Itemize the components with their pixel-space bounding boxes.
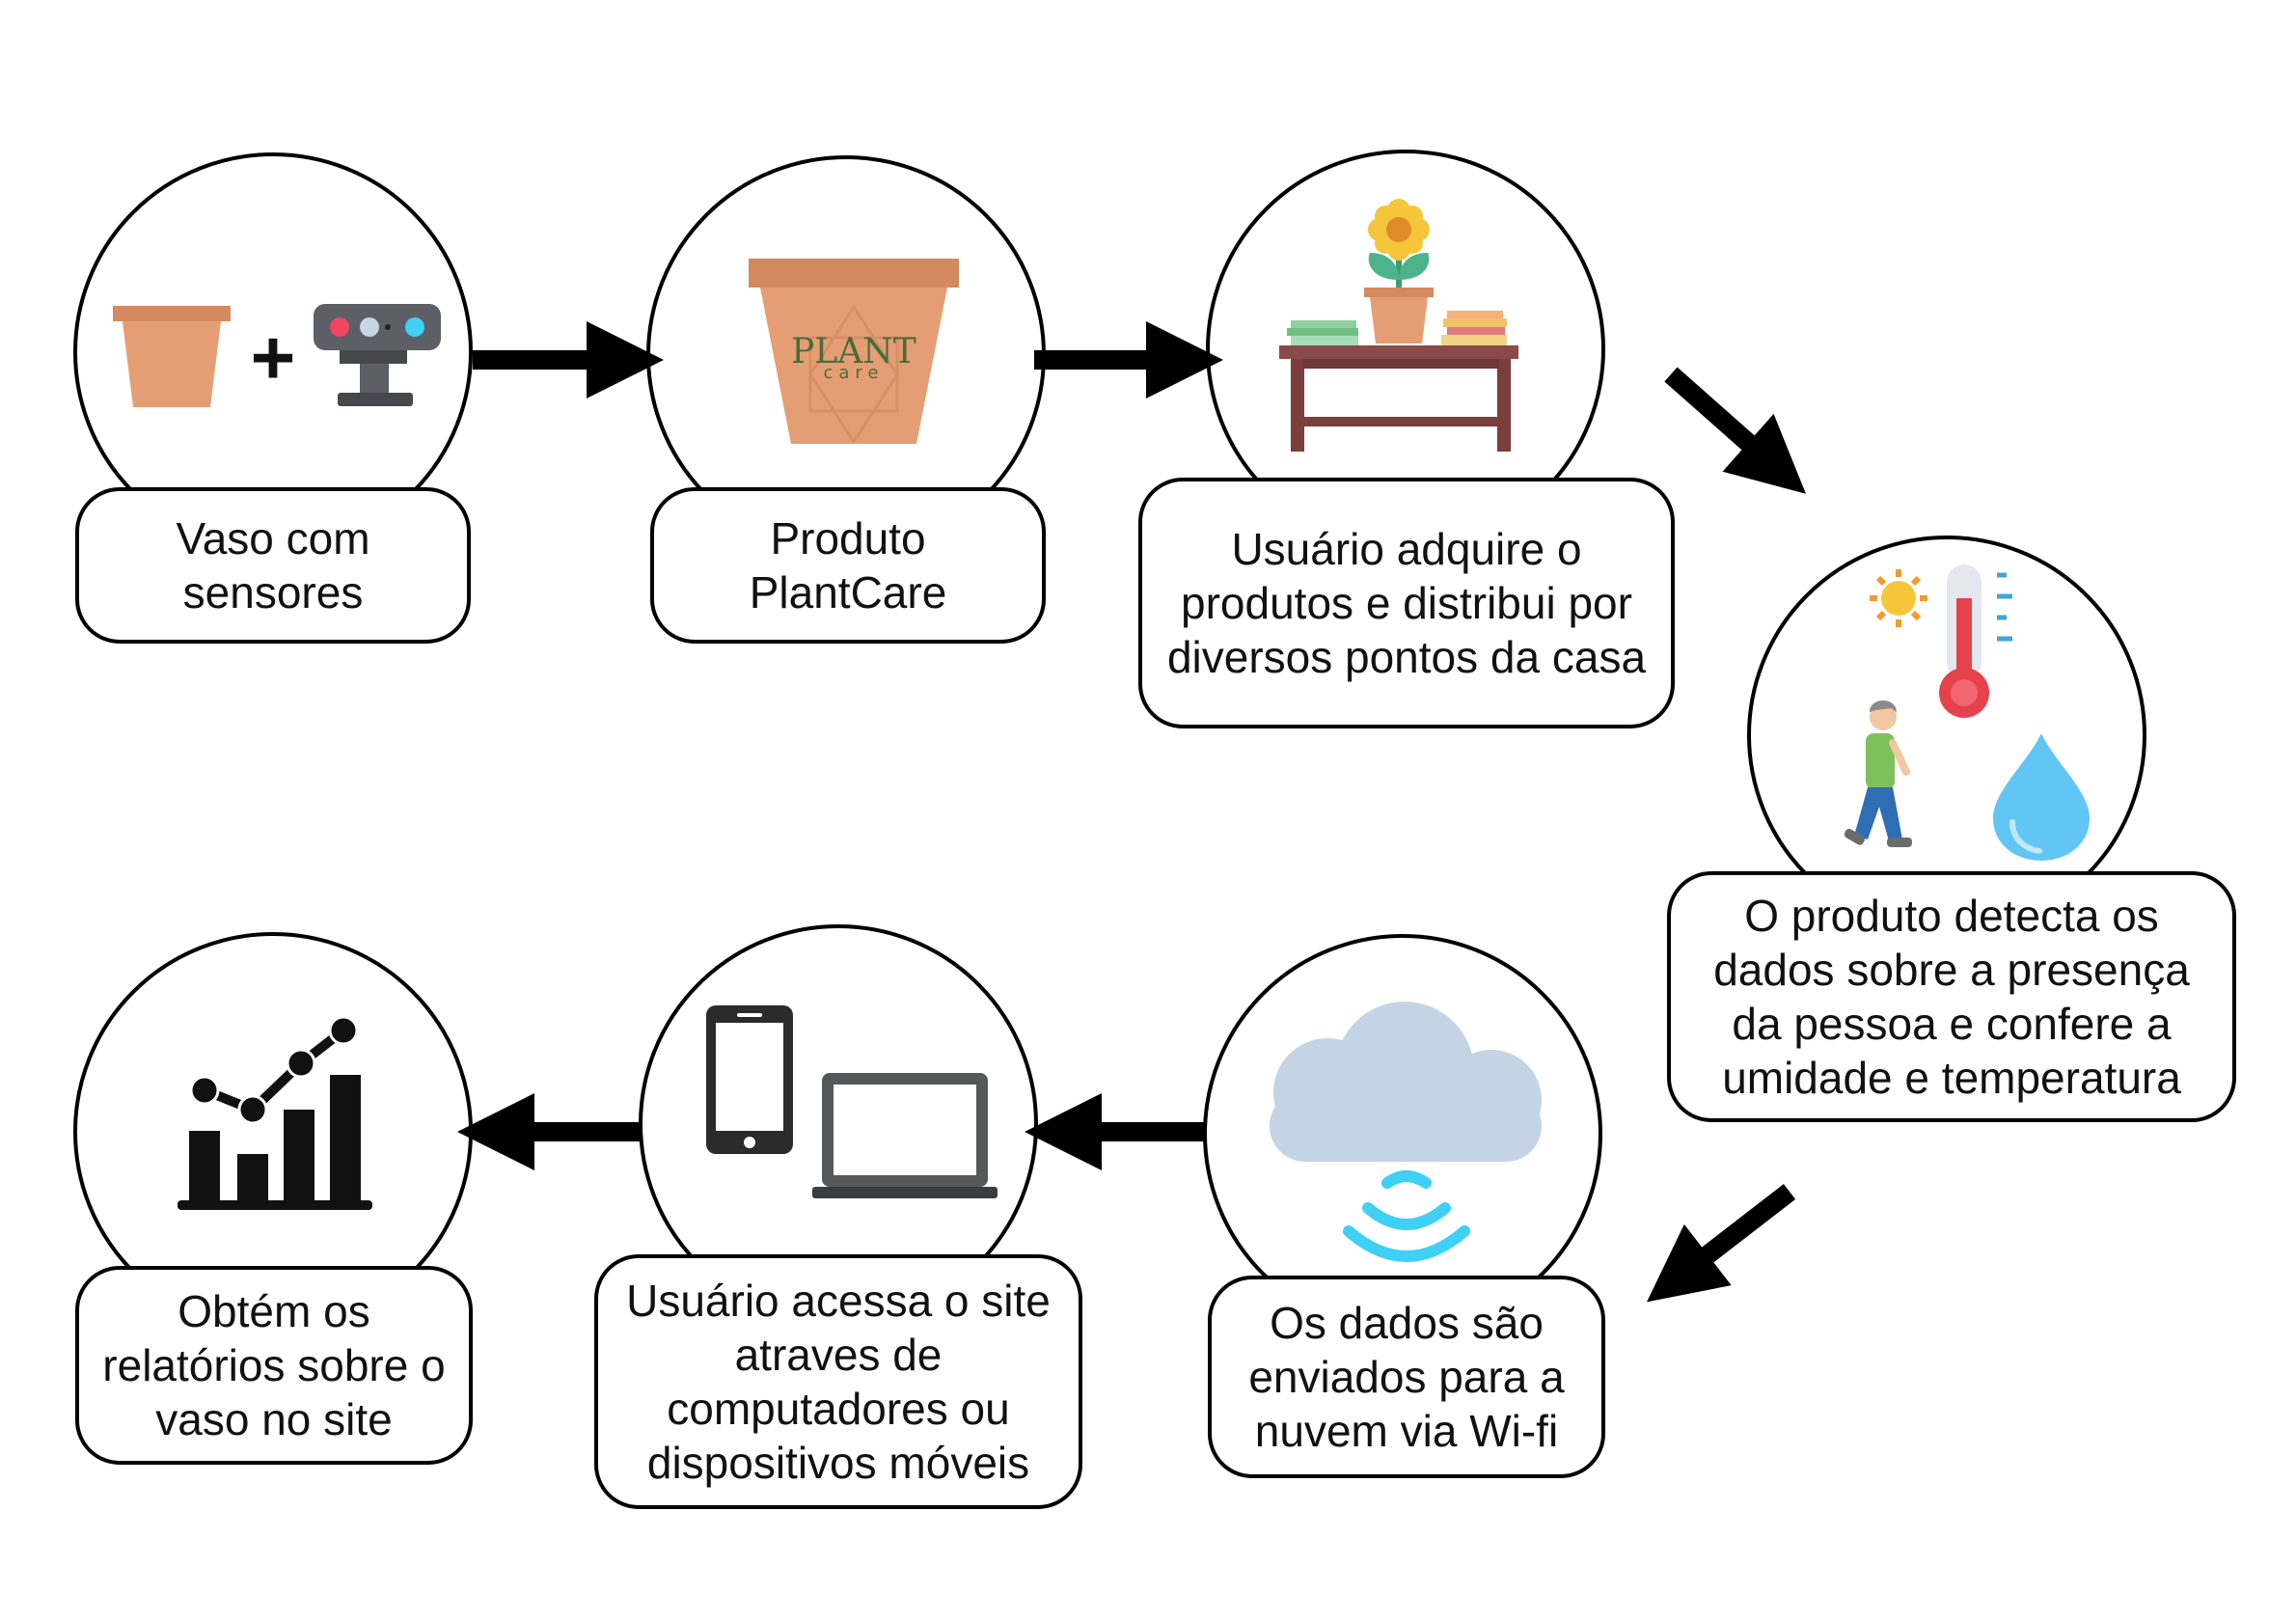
sun-icon — [1870, 569, 1927, 627]
caption-vaso: Vaso com sensores — [75, 487, 471, 644]
arrow-distribui-to-detecta — [1664, 367, 1806, 494]
flower-pot-icon — [1364, 199, 1434, 343]
caption-produto: Produto PlantCare — [650, 487, 1046, 644]
laptop-icon — [812, 1073, 998, 1198]
plus-sign: + — [251, 315, 296, 400]
plantcare-logo-sub: care — [823, 363, 884, 383]
books-left-icon — [1287, 320, 1358, 345]
smartphone-icon — [706, 1005, 793, 1154]
sensor-icon — [314, 304, 441, 406]
walking-person-icon — [1844, 701, 1912, 847]
caption-distribui: Usuário adquire o produtos e distribui p… — [1138, 478, 1675, 728]
table-with-flower-icon — [1279, 199, 1518, 452]
water-drop-icon — [1993, 733, 2090, 861]
person-thermometer-drop-icon — [1844, 564, 2090, 861]
wifi-icon — [1343, 1170, 1470, 1262]
arrow-detecta-to-nuvem — [1647, 1184, 1796, 1303]
phone-laptop-icon — [706, 1005, 998, 1198]
cloud-icon — [1270, 1002, 1542, 1162]
books-right-icon — [1441, 311, 1507, 345]
caption-relatorio: Obtém os relatórios sobre o vaso no site — [75, 1266, 473, 1465]
plantcare-logo: PLANT — [791, 332, 916, 371]
thermometer-icon — [1939, 564, 2012, 718]
pot-plus-sensor-icon: + — [113, 304, 441, 407]
growth-chart-icon — [178, 1015, 372, 1210]
pot-icon — [113, 306, 231, 407]
plantcare-pot-icon: PLANT care — [749, 259, 959, 445]
caption-detecta: O produto detecta os dados sobre a prese… — [1667, 871, 2236, 1122]
caption-nuvem: Os dados são enviados para a nuvem via W… — [1208, 1276, 1605, 1478]
cloud-wifi-icon — [1270, 1002, 1542, 1262]
caption-acessa: Usuário acessa o site atraves de computa… — [594, 1254, 1082, 1509]
